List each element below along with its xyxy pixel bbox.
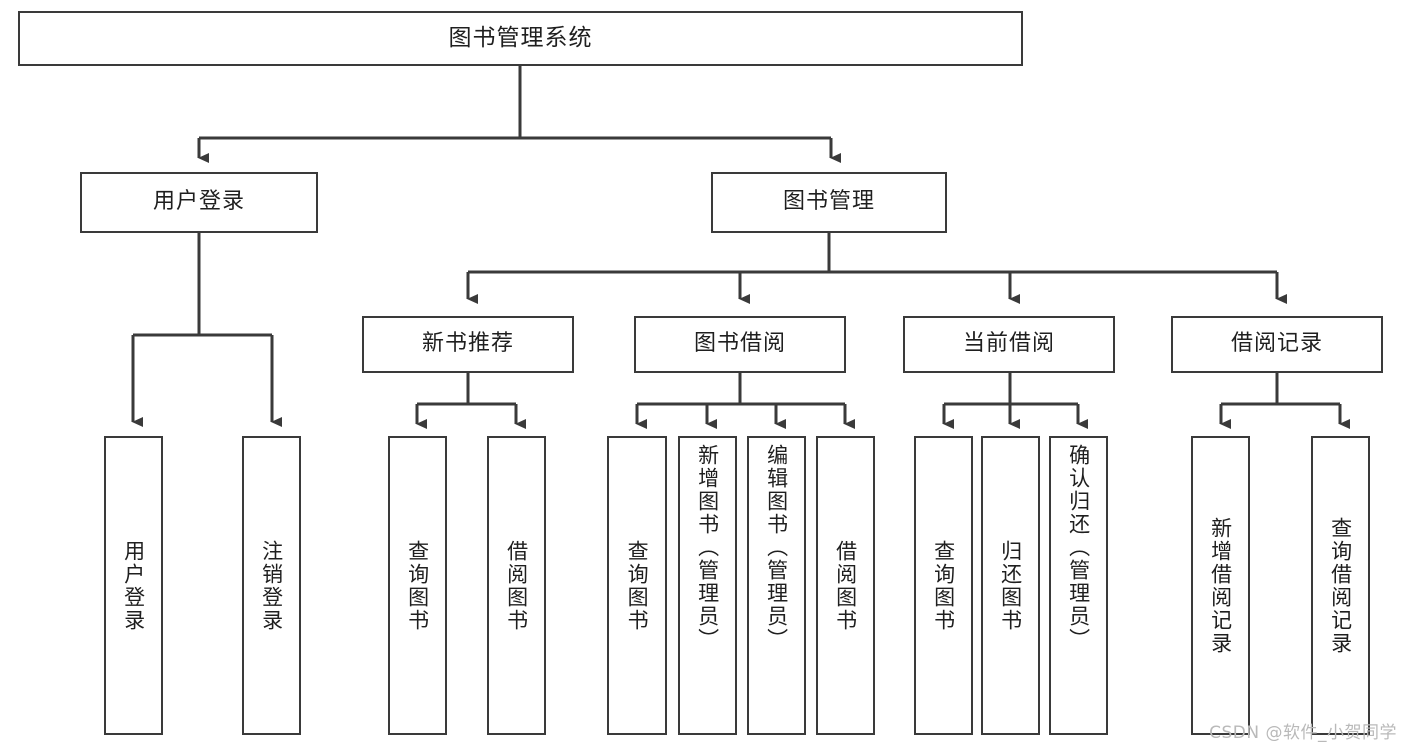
leaf-query-borrow-record[interactable]: 查询借阅记录: [1311, 436, 1370, 735]
csdn-watermark: CSDN @软件_小贺同学: [1209, 723, 1397, 743]
leaf-add-borrow-record[interactable]: 新增借阅记录: [1191, 436, 1250, 735]
leaf-user-login[interactable]: 用户登录: [104, 436, 163, 735]
leaf-query-book-current[interactable]: 查询图书: [914, 436, 973, 735]
node-book-borrow[interactable]: 图书借阅: [634, 316, 846, 373]
node-current-borrow[interactable]: 当前借阅: [903, 316, 1115, 373]
leaf-borrow-book-recommend[interactable]: 借阅图书: [487, 436, 546, 735]
node-book-management[interactable]: 图书管理: [711, 172, 947, 233]
node-root-book-management-system[interactable]: 图书管理系统: [18, 11, 1023, 66]
leaf-add-book-admin[interactable]: 新增图书（管理员）: [678, 436, 737, 735]
leaf-edit-book-admin[interactable]: 编辑图书（管理员）: [747, 436, 806, 735]
leaf-user-logout[interactable]: 注销登录: [242, 436, 301, 735]
node-borrow-record[interactable]: 借阅记录: [1171, 316, 1383, 373]
leaf-confirm-return-admin[interactable]: 确认归还（管理员）: [1049, 436, 1108, 735]
node-user-login[interactable]: 用户登录: [80, 172, 318, 233]
leaf-borrow-book[interactable]: 借阅图书: [816, 436, 875, 735]
node-new-book-recommend[interactable]: 新书推荐: [362, 316, 574, 373]
leaf-query-book-recommend[interactable]: 查询图书: [388, 436, 447, 735]
leaf-return-book[interactable]: 归还图书: [981, 436, 1040, 735]
leaf-query-book-borrow[interactable]: 查询图书: [607, 436, 667, 735]
